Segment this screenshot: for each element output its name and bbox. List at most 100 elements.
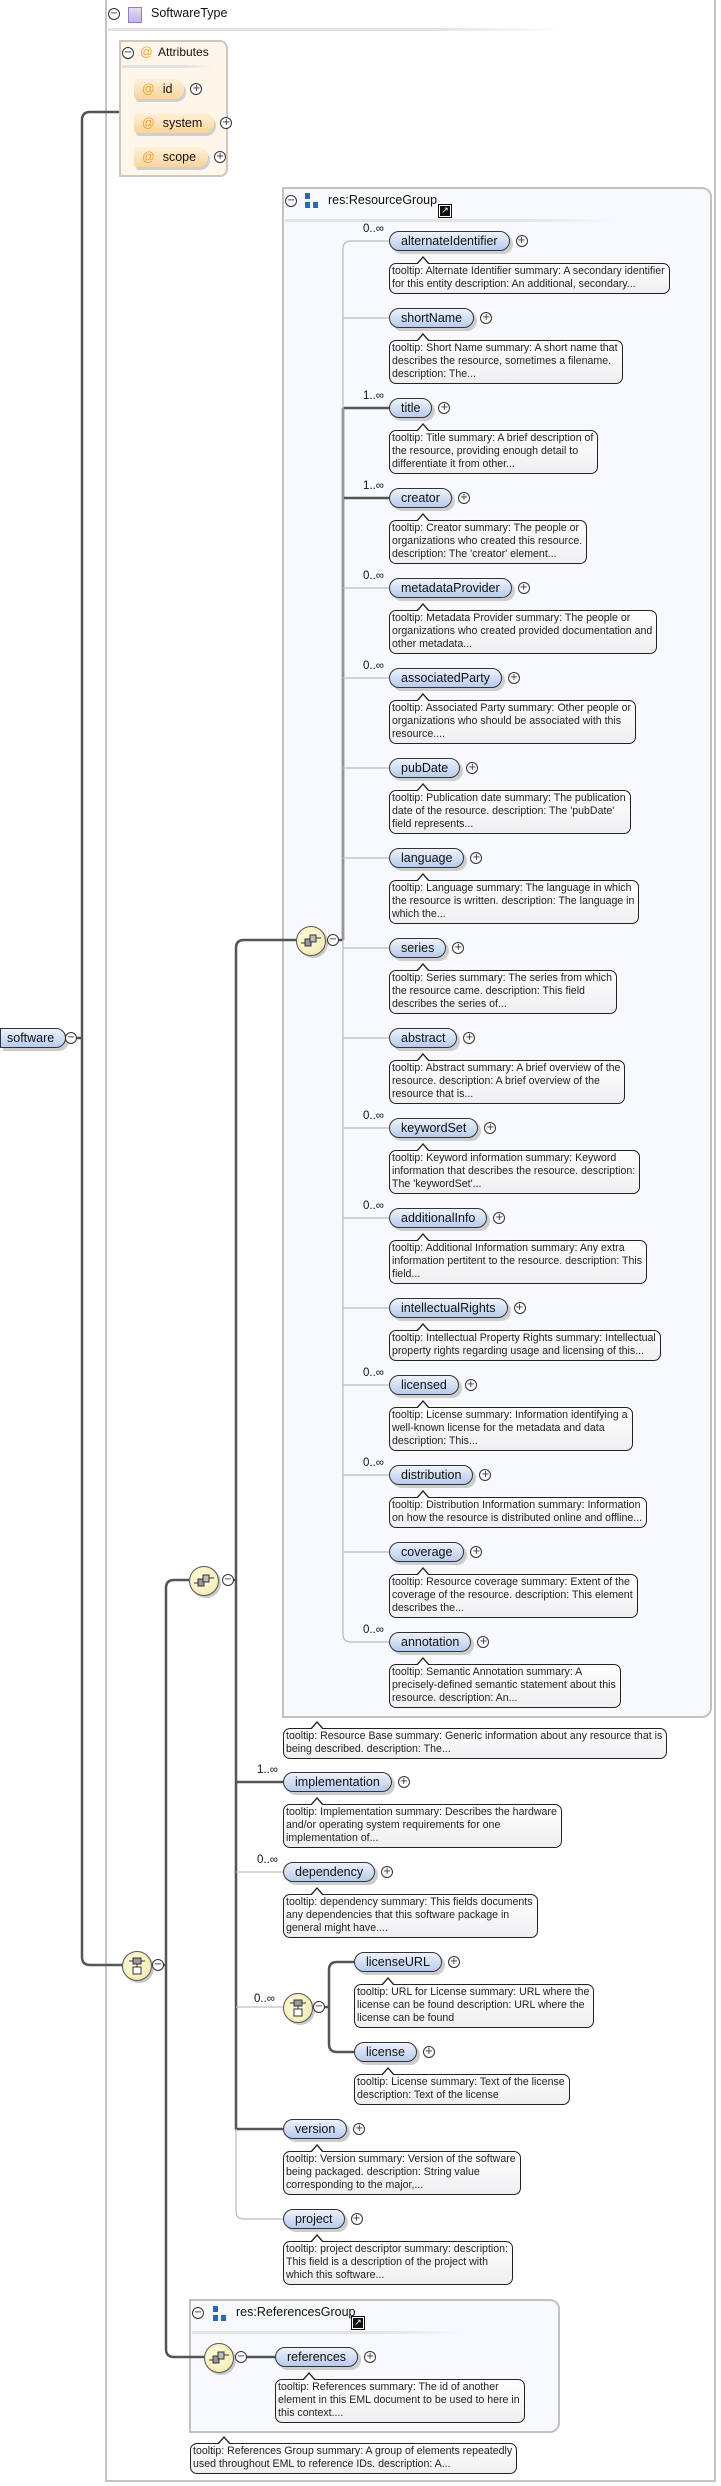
sequence-compositor-icon[interactable]	[204, 2343, 234, 2373]
element-alternateIdentifier[interactable]: 0..∞alternateIdentifier+	[363, 223, 528, 251]
expand-icon[interactable]: +	[470, 852, 483, 864]
element-additionalInfo[interactable]: 0..∞ additionalInfo +	[363, 1200, 506, 1228]
collapse-sequence-icon[interactable]: −	[327, 934, 339, 946]
tooltip: tooltip: References summary: The id of a…	[275, 2372, 525, 2423]
collapse-sequence-icon[interactable]: −	[222, 1574, 234, 1586]
collapse-software-icon[interactable]: −	[65, 1032, 77, 1044]
expand-icon[interactable]: +	[464, 1379, 477, 1391]
element-coverage[interactable]: coverage+	[389, 1542, 483, 1562]
collapse-references-group-icon[interactable]: −	[192, 2307, 204, 2319]
expand-icon[interactable]: +	[466, 762, 479, 774]
tooltip: tooltip: Language summary: The language …	[389, 873, 640, 924]
tooltip: tooltip: Creator summary: The people or …	[389, 513, 588, 564]
expand-icon[interactable]: +	[513, 1302, 526, 1314]
expand-icon[interactable]: +	[493, 1212, 506, 1224]
attribute-id[interactable]: @ id +	[134, 79, 203, 99]
element-references[interactable]: references+	[275, 2347, 377, 2367]
expand-icon[interactable]: +	[515, 235, 528, 247]
element-metadataProvider[interactable]: 0..∞ metadataProvider +	[363, 570, 530, 598]
element-pubDate[interactable]: pubDate +	[389, 758, 479, 778]
element-creator[interactable]: 1..∞creator+	[363, 480, 470, 508]
expand-icon[interactable]: +	[422, 2046, 435, 2058]
expand-icon[interactable]: +	[480, 312, 493, 324]
element-project[interactable]: project+	[283, 2209, 363, 2229]
element-dependency[interactable]: 0..∞dependency+	[257, 1854, 394, 1882]
expand-icon[interactable]: +	[350, 2213, 363, 2225]
expand-icon[interactable]: +	[364, 2351, 377, 2363]
cardinality-label: 0..∞	[363, 1367, 384, 1379]
element-label: language	[389, 848, 465, 868]
element-label: shortName	[389, 308, 475, 328]
expand-icon[interactable]: +	[479, 1469, 492, 1481]
element-annotation[interactable]: 0..∞annotation+	[363, 1624, 490, 1652]
element-shortName[interactable]: shortName +	[389, 308, 493, 328]
expand-icon[interactable]: +	[353, 2123, 366, 2135]
tooltip: tooltip: Version summary: Version of the…	[283, 2144, 521, 2195]
element-abstract[interactable]: abstract+	[389, 1028, 476, 1048]
expand-icon[interactable]: +	[397, 1776, 410, 1788]
collapse-choice-icon[interactable]: −	[313, 2001, 325, 2013]
cardinality-label: 0..∞	[363, 570, 384, 582]
expand-icon[interactable]: +	[477, 1636, 490, 1648]
cardinality-label: 0..∞	[257, 1854, 278, 1866]
element-title[interactable]: 1..∞title+	[363, 390, 451, 418]
element-licensed[interactable]: 0..∞licensed+	[363, 1367, 477, 1395]
expand-icon[interactable]: +	[470, 1546, 483, 1558]
choice-compositor-icon[interactable]	[122, 1951, 152, 1981]
collapse-resource-group-icon[interactable]: −	[285, 195, 297, 207]
sequence-compositor-icon[interactable]	[296, 926, 326, 956]
element-keywordSet[interactable]: 0..∞keywordSet+	[363, 1110, 497, 1138]
expand-icon[interactable]: +	[438, 402, 451, 414]
expand-icon[interactable]: +	[452, 942, 465, 954]
element-license[interactable]: license+	[354, 2042, 435, 2062]
expand-icon[interactable]: +	[214, 151, 227, 163]
cardinality-label: 0..∞	[363, 1200, 384, 1212]
element-series[interactable]: series +	[389, 938, 465, 958]
attribute-icon: @	[142, 82, 155, 96]
element-label: series	[389, 938, 447, 958]
element-distribution[interactable]: 0..∞distribution+	[363, 1457, 492, 1485]
tooltip: tooltip: Keyword information summary: Ke…	[389, 1143, 641, 1194]
tooltip: tooltip: Additional Information summary:…	[389, 1233, 648, 1284]
expand-icon[interactable]: +	[517, 582, 530, 594]
element-intellectualRights[interactable]: intellectualRights +	[389, 1298, 526, 1318]
element-version[interactable]: version+	[283, 2119, 366, 2139]
tooltip: tooltip: dependency summary: This fields…	[283, 1887, 538, 1938]
tooltip: tooltip: project descriptor summary: des…	[283, 2234, 513, 2285]
expand-icon[interactable]: +	[463, 1032, 476, 1044]
element-label: pubDate	[389, 758, 461, 778]
attribute-label: id	[162, 82, 173, 96]
element-label: metadataProvider	[389, 578, 512, 598]
collapse-software-type-icon[interactable]: −	[108, 8, 120, 20]
root-element-software[interactable]: software	[0, 1028, 67, 1048]
expand-icon[interactable]: +	[220, 117, 233, 129]
external-link-icon[interactable]: ↗	[351, 2316, 365, 2330]
tooltip: tooltip: Semantic Annotation summary: A …	[389, 1657, 621, 1708]
tooltip: tooltip: Series summary: The series from…	[389, 963, 617, 1014]
element-implementation[interactable]: 1..∞implementation+	[257, 1764, 410, 1792]
collapse-attributes-icon[interactable]: −	[122, 47, 134, 59]
expand-icon[interactable]: +	[447, 1956, 460, 1968]
element-licenseURL[interactable]: licenseURL+	[354, 1952, 460, 1972]
element-label: intellectualRights	[389, 1298, 508, 1318]
expand-icon[interactable]: +	[484, 1122, 497, 1134]
element-label: additionalInfo	[389, 1208, 488, 1228]
choice-compositor-icon[interactable]	[283, 1993, 313, 2023]
attribute-icon: @	[142, 116, 155, 130]
expand-icon[interactable]: +	[457, 492, 470, 504]
expand-icon[interactable]: +	[381, 1866, 394, 1878]
collapse-choice-icon[interactable]: −	[152, 1959, 164, 1971]
external-link-icon[interactable]: ↗	[438, 204, 452, 218]
expand-icon[interactable]: +	[507, 672, 520, 684]
element-language[interactable]: language +	[389, 848, 483, 868]
element-label: annotation	[389, 1632, 472, 1652]
expand-icon[interactable]: +	[190, 83, 203, 95]
tooltip: tooltip: License summary: Information id…	[389, 1400, 633, 1451]
tooltip: tooltip: Distribution Information summar…	[389, 1490, 648, 1528]
collapse-sequence-icon[interactable]: −	[235, 2351, 247, 2363]
attribute-system[interactable]: @system +	[134, 113, 233, 133]
sequence-compositor-icon[interactable]	[189, 1566, 219, 1596]
attribute-scope[interactable]: @scope +	[134, 147, 227, 167]
element-associatedParty[interactable]: 0..∞associatedParty+	[363, 660, 520, 688]
tooltip: tooltip: URL for License summary: URL wh…	[354, 1977, 595, 2028]
